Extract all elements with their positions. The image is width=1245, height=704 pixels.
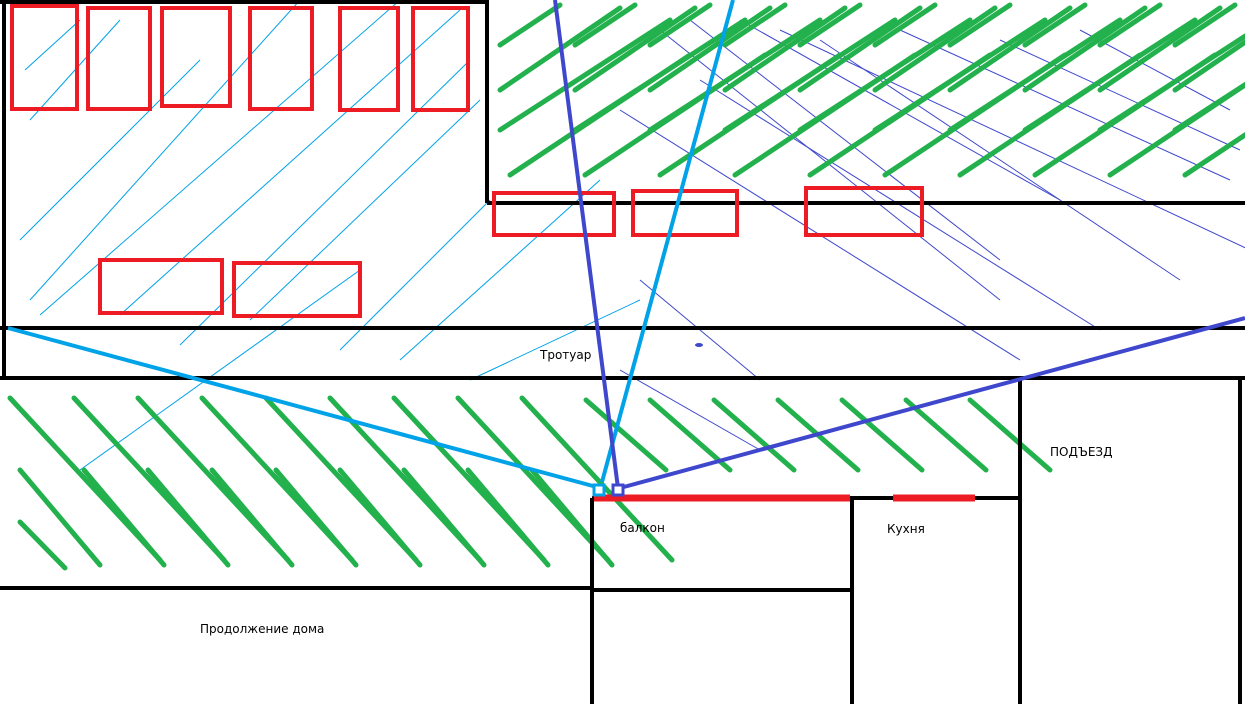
hatch-line-light: [29, 0, 301, 301]
greenery-stroke: [337, 467, 423, 568]
hatch-line-light: [119, 9, 461, 316]
hatch-line-dark: [689, 19, 1001, 261]
greenery-stroke: [872, 17, 1048, 133]
greenery-stroke: [797, 5, 923, 93]
greenery-stroke: [572, 2, 638, 48]
viewpoint-marker-dark: [611, 483, 625, 497]
parked-car: [86, 6, 152, 111]
greenery-stroke: [1022, 2, 1088, 48]
greenery-stroke: [947, 5, 1073, 93]
parked-car: [160, 6, 232, 108]
greenery-stroke: [722, 17, 898, 133]
hatch-line-dark: [739, 19, 1061, 201]
greenery-stroke: [1022, 17, 1198, 133]
greenery-stroke: [647, 397, 733, 473]
label-kitchen: Кухня: [887, 522, 925, 536]
greenery-stroke: [1172, 2, 1238, 48]
label-balcony: балкон: [620, 521, 665, 535]
greenery-stroke: [273, 467, 359, 568]
hatch-line-light: [24, 19, 81, 71]
greenery-stroke: [872, 2, 938, 48]
greenery-stroke: [1022, 5, 1148, 93]
greenery-stroke: [1097, 5, 1223, 93]
label-house-continuation: Продолжение дома: [200, 622, 325, 636]
greenery-stroke: [839, 397, 925, 473]
viewpoint-marker-light: [592, 483, 606, 497]
greenery-stroke: [497, 2, 563, 48]
dot: [695, 343, 703, 347]
greenery-stroke: [722, 5, 848, 93]
hatch-line-dark: [659, 29, 1001, 301]
hatch-line-light: [339, 199, 491, 351]
parked-car: [10, 4, 79, 111]
greenery-stroke: [519, 395, 675, 563]
greenery-stroke: [1182, 131, 1245, 178]
parked-car: [248, 6, 314, 111]
sight-line-dark: [553, 0, 620, 489]
sight-line-light: [7, 326, 594, 488]
greenery-stroke: [1172, 39, 1245, 93]
greenery-stroke: [647, 5, 773, 93]
greenery-stroke: [17, 467, 103, 568]
parked-car: [631, 189, 739, 237]
hatch-line-light: [249, 99, 481, 321]
greenery-stroke: [401, 467, 487, 568]
parked-car: [98, 258, 224, 315]
greenery-stroke: [529, 467, 615, 568]
greenery-stroke: [711, 397, 797, 473]
greenery-stroke: [583, 397, 669, 473]
greenery-stroke: [209, 467, 295, 568]
greenery-stroke: [903, 397, 989, 473]
sight-line-light: [600, 0, 735, 483]
greenery-stroke: [572, 17, 748, 133]
greenery-stroke: [647, 17, 823, 133]
greenery-stroke: [722, 2, 788, 48]
greenery-stroke: [967, 397, 1053, 473]
greenery-stroke: [17, 519, 68, 571]
parked-car: [804, 186, 924, 237]
greenery-stroke: [465, 467, 551, 568]
greenery-stroke: [1172, 81, 1245, 133]
parked-car: [232, 261, 362, 318]
greenery-stroke: [1107, 81, 1245, 178]
greenery-stroke: [81, 467, 167, 568]
hatch-line-light: [19, 59, 201, 241]
greenery-stroke: [1097, 33, 1245, 133]
hatch-line-light: [179, 59, 471, 346]
greenery-stroke: [947, 17, 1123, 133]
hatch-line-dark: [999, 39, 1241, 151]
parked-car: [492, 191, 616, 237]
label-entrance: ПОДЪЕЗД: [1050, 445, 1113, 459]
parked-car: [338, 6, 400, 112]
parked-car: [411, 6, 470, 112]
sight-line-dark: [619, 316, 1245, 490]
greenery-stroke: [797, 17, 973, 133]
greenery-stroke: [145, 467, 231, 568]
hatch-line-light: [469, 299, 641, 381]
greenery-stroke: [797, 2, 863, 48]
hatch-line-light: [79, 269, 361, 471]
greenery-stroke: [647, 2, 713, 48]
hatch-line-dark: [619, 369, 761, 451]
label-sidewalk: Тротуар: [540, 348, 592, 362]
greenery-stroke: [497, 17, 673, 133]
greenery-stroke: [872, 5, 998, 93]
greenery-stroke: [947, 2, 1013, 48]
greenery-stroke: [572, 5, 698, 93]
greenery-stroke: [1097, 2, 1163, 48]
